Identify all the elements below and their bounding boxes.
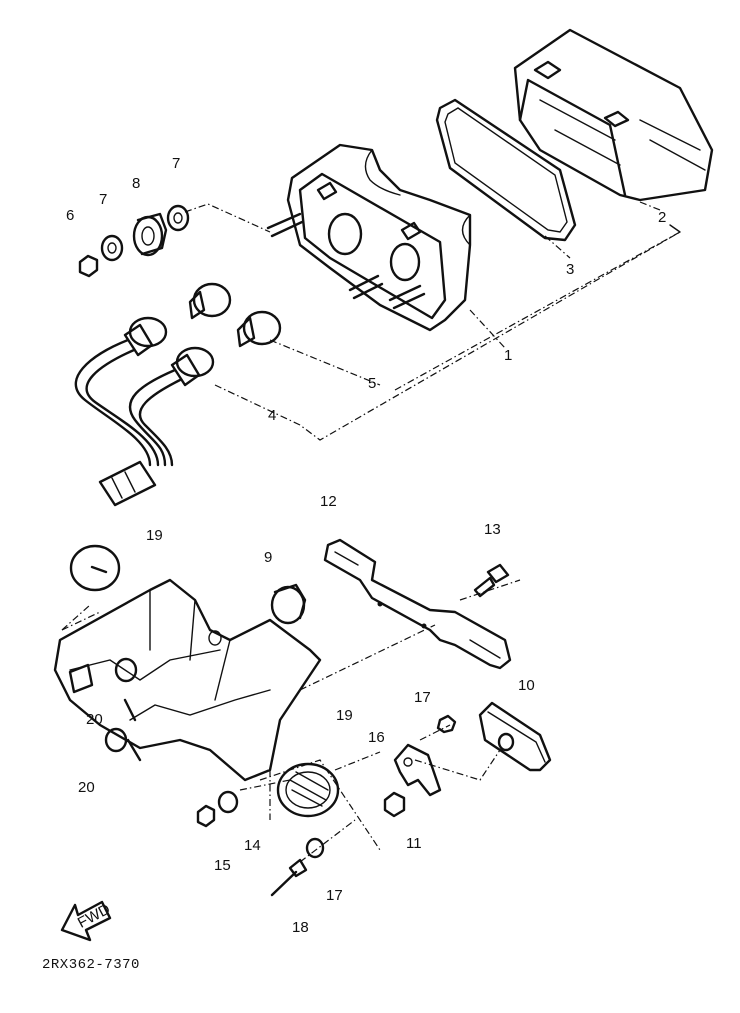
part-7-washer-right (166, 204, 190, 232)
front-direction-arrow: FWD (60, 901, 113, 942)
callout-11: 11 (406, 835, 422, 852)
part-1-taillight-base (266, 143, 472, 332)
part-20-grommet-upper (114, 657, 138, 683)
callout-5: 5 (368, 375, 376, 392)
part-14-washer (217, 790, 239, 814)
diagram-code: 2RX362-7370 (42, 957, 140, 973)
part-6-nut (78, 254, 99, 278)
part-10-reflector (478, 701, 552, 772)
callout-3: 3 (566, 261, 574, 278)
callout-10: 10 (518, 677, 535, 694)
part-20-grommet-lower (104, 727, 128, 753)
callout-2: 2 (658, 209, 666, 226)
callout-19a: 19 (146, 527, 163, 544)
callout-20a: 20 (86, 711, 103, 728)
part-13-bolt (473, 563, 510, 598)
callout-18: 18 (292, 919, 309, 936)
callout-20b: 20 (78, 779, 95, 796)
callout-15: 15 (214, 857, 231, 874)
callout-7a: 7 (99, 191, 107, 208)
part-19-round-reflector (276, 762, 340, 818)
part-17-washer-lower (305, 837, 325, 859)
callout-7b: 7 (172, 155, 180, 172)
part-19-cap-upper (69, 544, 121, 592)
part-4-socket-cord (74, 316, 215, 507)
part-18-screw (270, 858, 308, 897)
callout-9: 9 (264, 549, 272, 566)
part-16-mount (393, 743, 442, 797)
callout-16: 16 (368, 729, 385, 746)
callout-13: 13 (484, 521, 501, 538)
callout-4: 4 (268, 407, 276, 424)
callout-17a: 17 (414, 689, 431, 706)
part-7-washer-left (100, 234, 124, 262)
callout-8: 8 (132, 175, 140, 192)
callout-19b: 19 (336, 707, 353, 724)
upper-leader-lines (184, 201, 681, 441)
part-8-grommet (132, 212, 168, 257)
part-2-lens (513, 28, 714, 202)
callout-labels: 1 2 3 4 5 6 7 8 7 12 13 19 9 10 17 19 16… (66, 155, 666, 936)
part-5-bulb-upper (188, 282, 232, 320)
part-17-nut-upper (436, 714, 457, 734)
rear-fender-bracket (53, 578, 322, 782)
part-12-plate-bracket (323, 538, 512, 670)
callout-17b: 17 (326, 887, 343, 904)
part-11-nut (383, 791, 406, 818)
part-9-grommet (270, 583, 307, 625)
part-15-nut (196, 804, 216, 828)
callout-14: 14 (244, 837, 261, 854)
part-5-bulb-lower (236, 310, 282, 348)
callout-6: 6 (66, 207, 74, 224)
callout-12: 12 (320, 493, 337, 510)
callout-1: 1 (504, 347, 512, 364)
lower-leader-lines (61, 579, 521, 863)
part-3-gasket (435, 98, 577, 242)
